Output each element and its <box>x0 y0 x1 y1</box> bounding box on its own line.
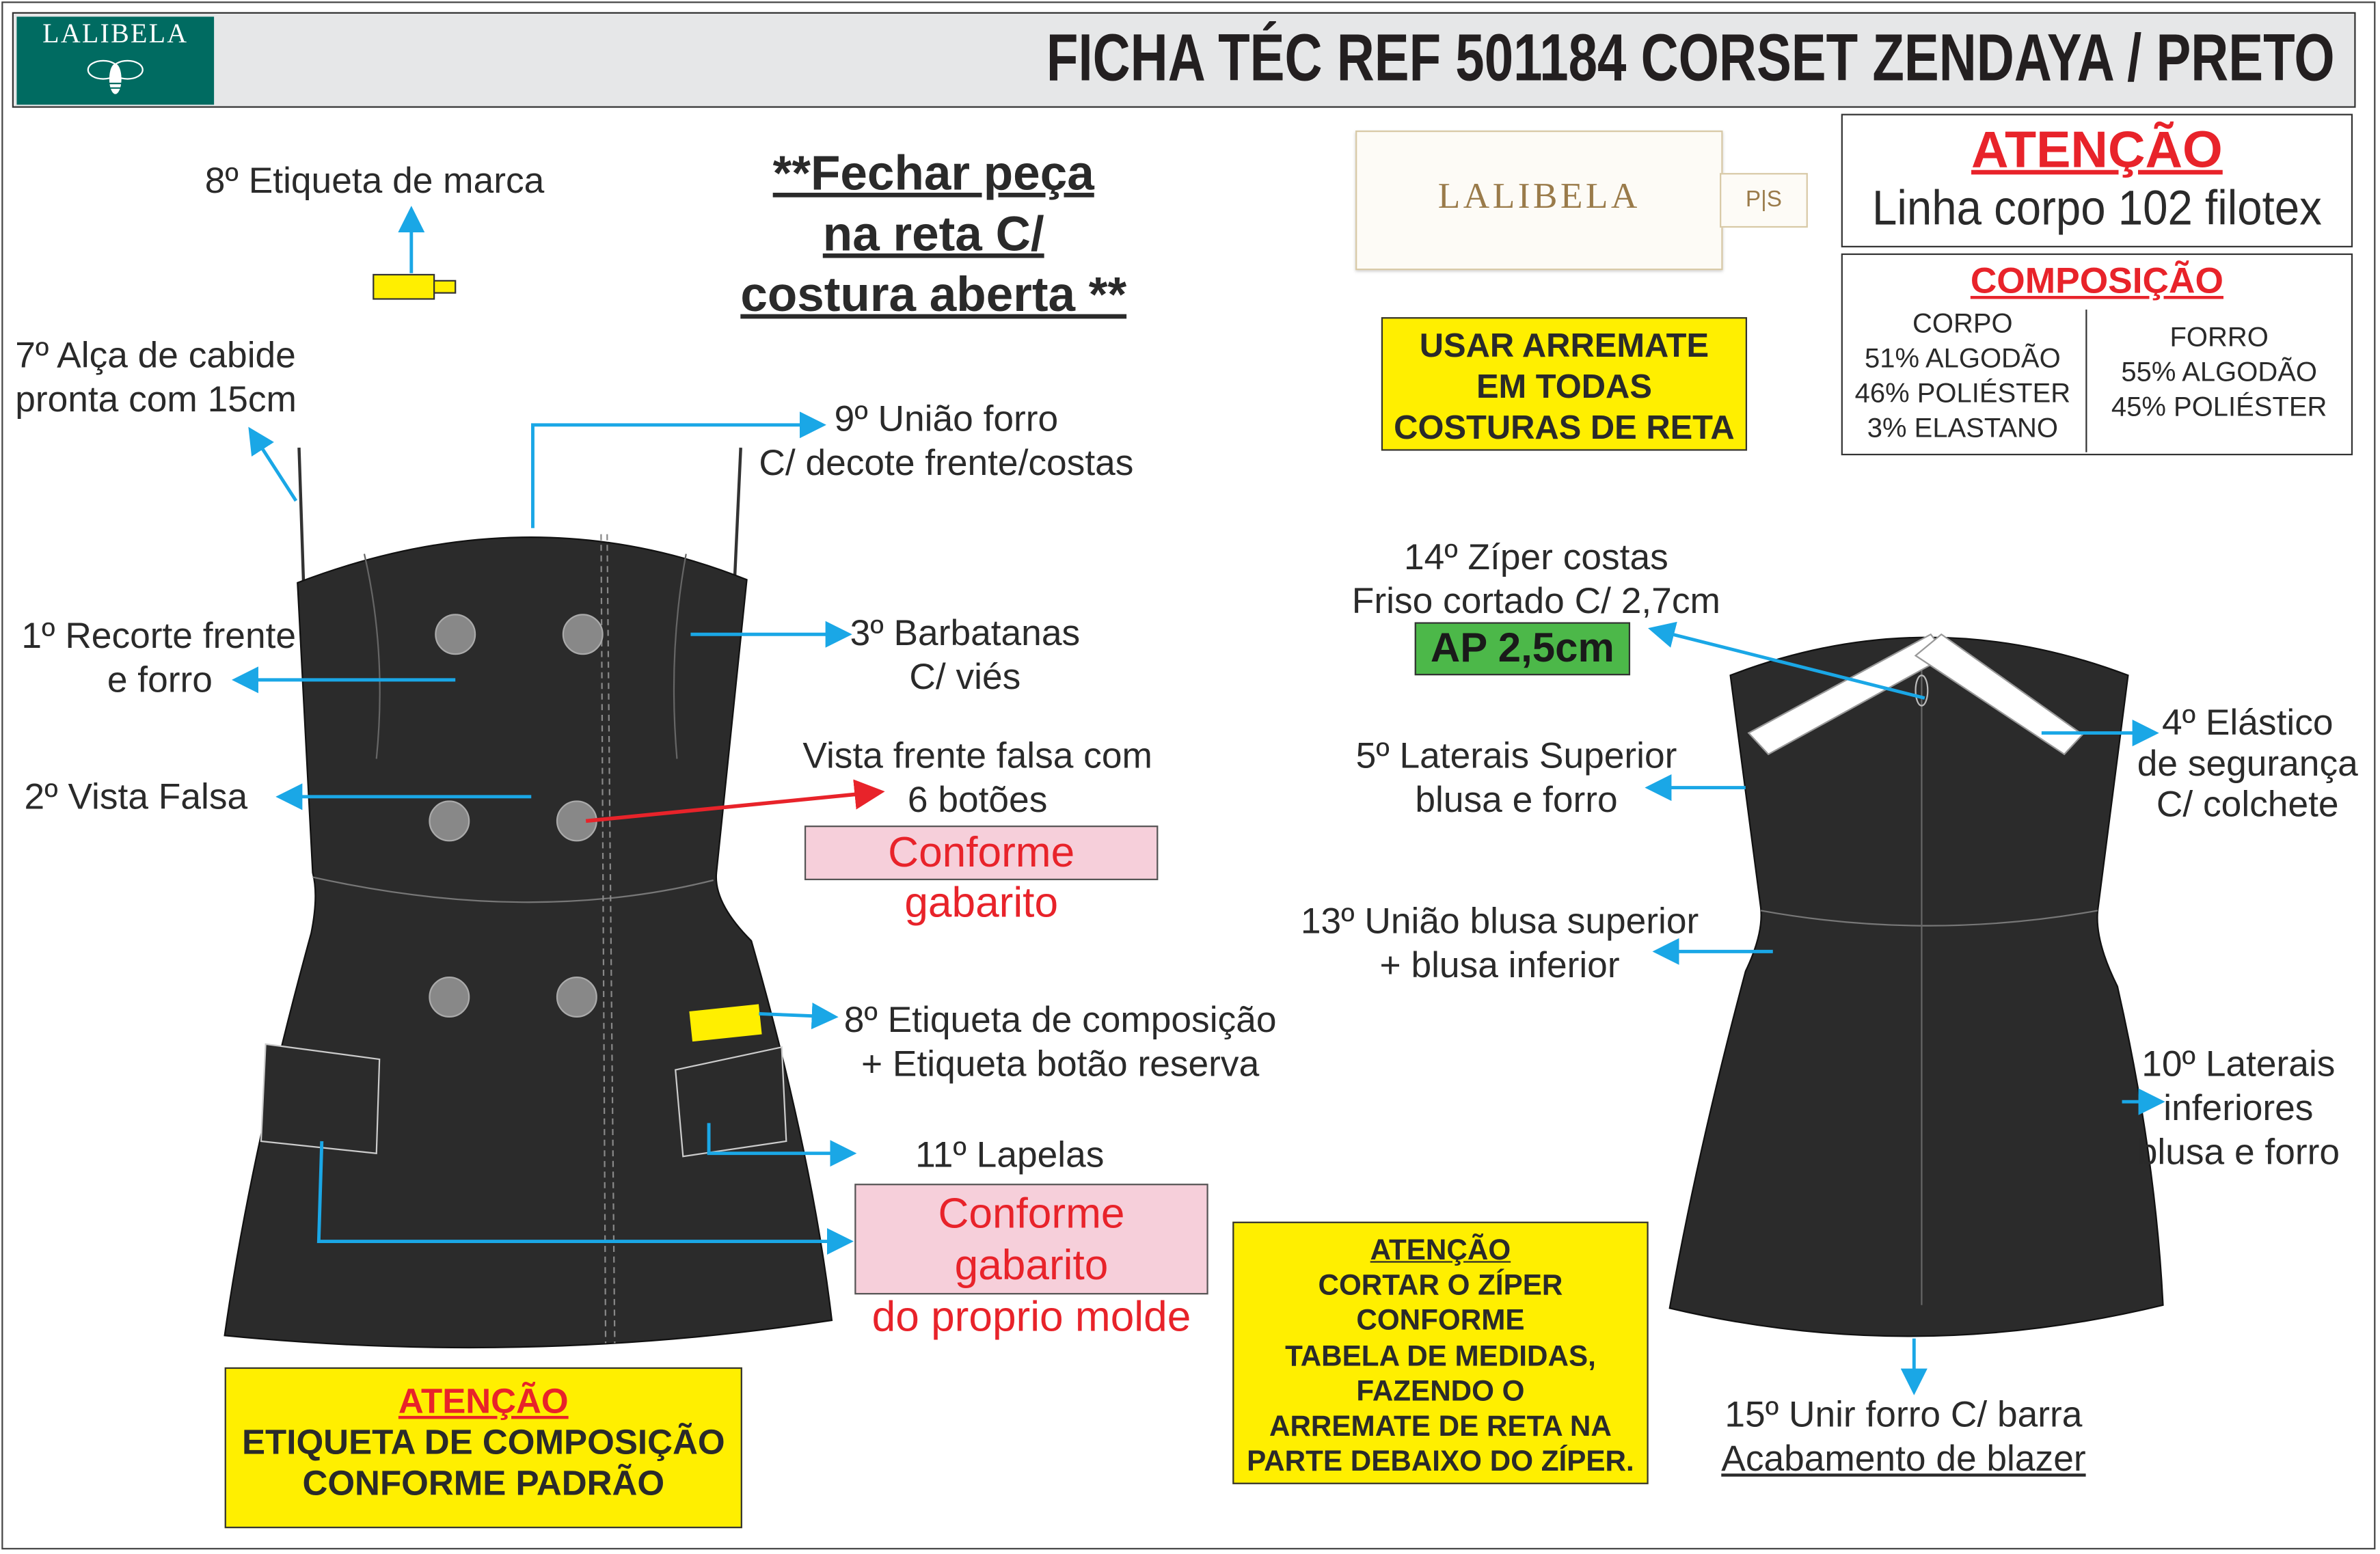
note-line: FAZENDO O <box>1356 1376 1525 1408</box>
label-line: 3º Barbatanas <box>850 613 1081 655</box>
ap-badge: AP 2,5cm <box>1414 622 1631 676</box>
label-line: do proprio molde <box>871 1293 1191 1340</box>
composition-title: COMPOSIÇÃO <box>1970 260 2223 302</box>
corpo-line: 46% POLIÉSTER <box>1854 377 2071 409</box>
note-line: CONFORME <box>1356 1305 1525 1338</box>
label-line: blusa e forro <box>1415 780 1618 821</box>
corpo-column: CORPO 51% ALGODÃO 46% POLIÉSTER 3% ELAST… <box>1843 307 2083 446</box>
label-line: inferiores <box>2163 1088 2314 1130</box>
corpo-line: 3% ELASTANO <box>1867 413 2058 444</box>
note-line: CORTAR O ZÍPER <box>1318 1270 1563 1303</box>
label-line: 1º Recorte frente <box>21 616 297 657</box>
label-line: e forro <box>107 660 213 701</box>
corpo-line: 51% ALGODÃO <box>1865 342 2061 374</box>
attention-title: ATENÇÃO <box>1971 121 2223 180</box>
logo-text: LALIBELA <box>42 18 189 49</box>
header-bar <box>12 12 2356 108</box>
back-garment <box>1668 633 2164 1337</box>
composition-box: COMPOSIÇÃO CORPO 51% ALGODÃO 46% POLIÉST… <box>1841 253 2353 456</box>
label-attention-note: ATENÇÃO ETIQUETA DE COMPOSIÇÃO CONFORME … <box>224 1367 742 1529</box>
note-line: USAR ARREMATE <box>1419 326 1709 364</box>
size-tag: P|S <box>1720 173 1808 228</box>
note-title: ATENÇÃO <box>1370 1235 1511 1268</box>
thread-text: Linha corpo 102 filotex <box>1871 180 2322 236</box>
label-line: 13º União blusa superior <box>1300 901 1699 943</box>
note-line: TABELA DE MEDIDAS, <box>1285 1341 1596 1373</box>
label-line: 15º Unir forro C/ barra <box>1725 1394 2083 1436</box>
label-lapels: 11º Lapelas <box>915 1135 1105 1177</box>
red-arrow <box>585 779 885 823</box>
label-line: 4º Elástico <box>2161 703 2334 744</box>
note-line: ETIQUETA DE COMPOSIÇÃO <box>241 1421 725 1462</box>
label-composition-tag: 8º Etiqueta de composição+ Etiqueta botã… <box>844 998 1277 1087</box>
front-garment <box>224 448 833 1349</box>
label-line: 7º Alça de cabide <box>15 335 296 377</box>
brand-logo: LALIBELA <box>16 16 215 105</box>
label-line: 6 botões <box>907 780 1048 821</box>
arremate-note: USAR ARREMATE EM TODAS COSTURAS DE RETA <box>1381 317 1748 451</box>
label-line: de segurança <box>2137 744 2358 785</box>
note-line: costura aberta ** <box>740 267 1127 322</box>
label-line: C/ decote frente/costas <box>759 443 1134 485</box>
label-line: 10º Laterais <box>2141 1044 2336 1085</box>
label-line: Friso cortado C/ 2,7cm <box>1351 581 1720 623</box>
note-line: PARTE DEBAIXO DO ZÍPER. <box>1247 1446 1634 1479</box>
label-line: 5º Laterais Superior <box>1355 736 1677 777</box>
label-line: C/ viés <box>909 657 1021 698</box>
label-false-placket: 2º Vista Falsa <box>24 776 248 818</box>
hanger-loop <box>297 448 742 585</box>
corpo-heading: CORPO <box>1912 308 2013 339</box>
label-line: 8º Etiqueta de composição <box>843 1000 1277 1041</box>
zipper-attention-note: ATENÇÃO CORTAR O ZÍPER CONFORME TABELA D… <box>1232 1221 1649 1484</box>
page-title: FICHA TÉC REF 501184 CORSET ZENDAYA / PR… <box>1046 21 2335 96</box>
note-line: na reta C/ <box>822 206 1044 261</box>
close-piece-note: **Fechar peça na reta C/ costura aberta … <box>714 143 1154 325</box>
bee-icon <box>87 59 144 94</box>
label-line: Conforme gabarito <box>938 1190 1125 1289</box>
label-line: blusa e forro <box>2137 1132 2340 1173</box>
label-line: Vista frente falsa com <box>802 736 1152 777</box>
label-line: C/ colchete <box>2156 785 2339 826</box>
note-line: ARREMATE DE RETA NA <box>1269 1411 1612 1443</box>
note-line: EM TODAS <box>1476 367 1652 405</box>
template-note-1: Conforme gabarito <box>804 826 1159 926</box>
note-title: ATENÇÃO <box>398 1380 569 1421</box>
forro-line: 55% ALGODÃO <box>2121 356 2317 387</box>
label-line: + blusa inferior <box>1379 945 1620 987</box>
label-line: Acabamento de blazer <box>1721 1439 2086 1480</box>
buttons <box>429 614 604 1018</box>
label-blouse-union: 13º União blusa superior+ blusa inferior <box>1280 900 1720 988</box>
note-line: **Fechar peça <box>772 146 1094 201</box>
thread-attention-box: ATENÇÃO Linha corpo 102 filotex <box>1841 113 2353 247</box>
label-brand-tag: 8º Etiqueta de marca <box>204 161 545 202</box>
label-line: + Etiqueta botão reserva <box>861 1044 1260 1085</box>
callout-arrows <box>231 206 2165 1395</box>
label-line: pronta com 15cm <box>15 379 297 421</box>
forro-line: 45% POLIÉSTER <box>2111 391 2327 422</box>
brand-label-text: LALIBELA <box>1437 177 1640 217</box>
forro-column: FORRO 55% ALGODÃO 45% POLIÉSTER <box>2089 321 2350 425</box>
composition-divider <box>2085 310 2087 452</box>
label-line: 14º Zíper costas <box>1403 537 1668 579</box>
forro-heading: FORRO <box>2169 321 2269 353</box>
note-line: CONFORME PADRÃO <box>302 1462 665 1503</box>
note-line: COSTURAS DE RETA <box>1394 408 1735 446</box>
label-line: 9º União forro <box>834 399 1059 441</box>
